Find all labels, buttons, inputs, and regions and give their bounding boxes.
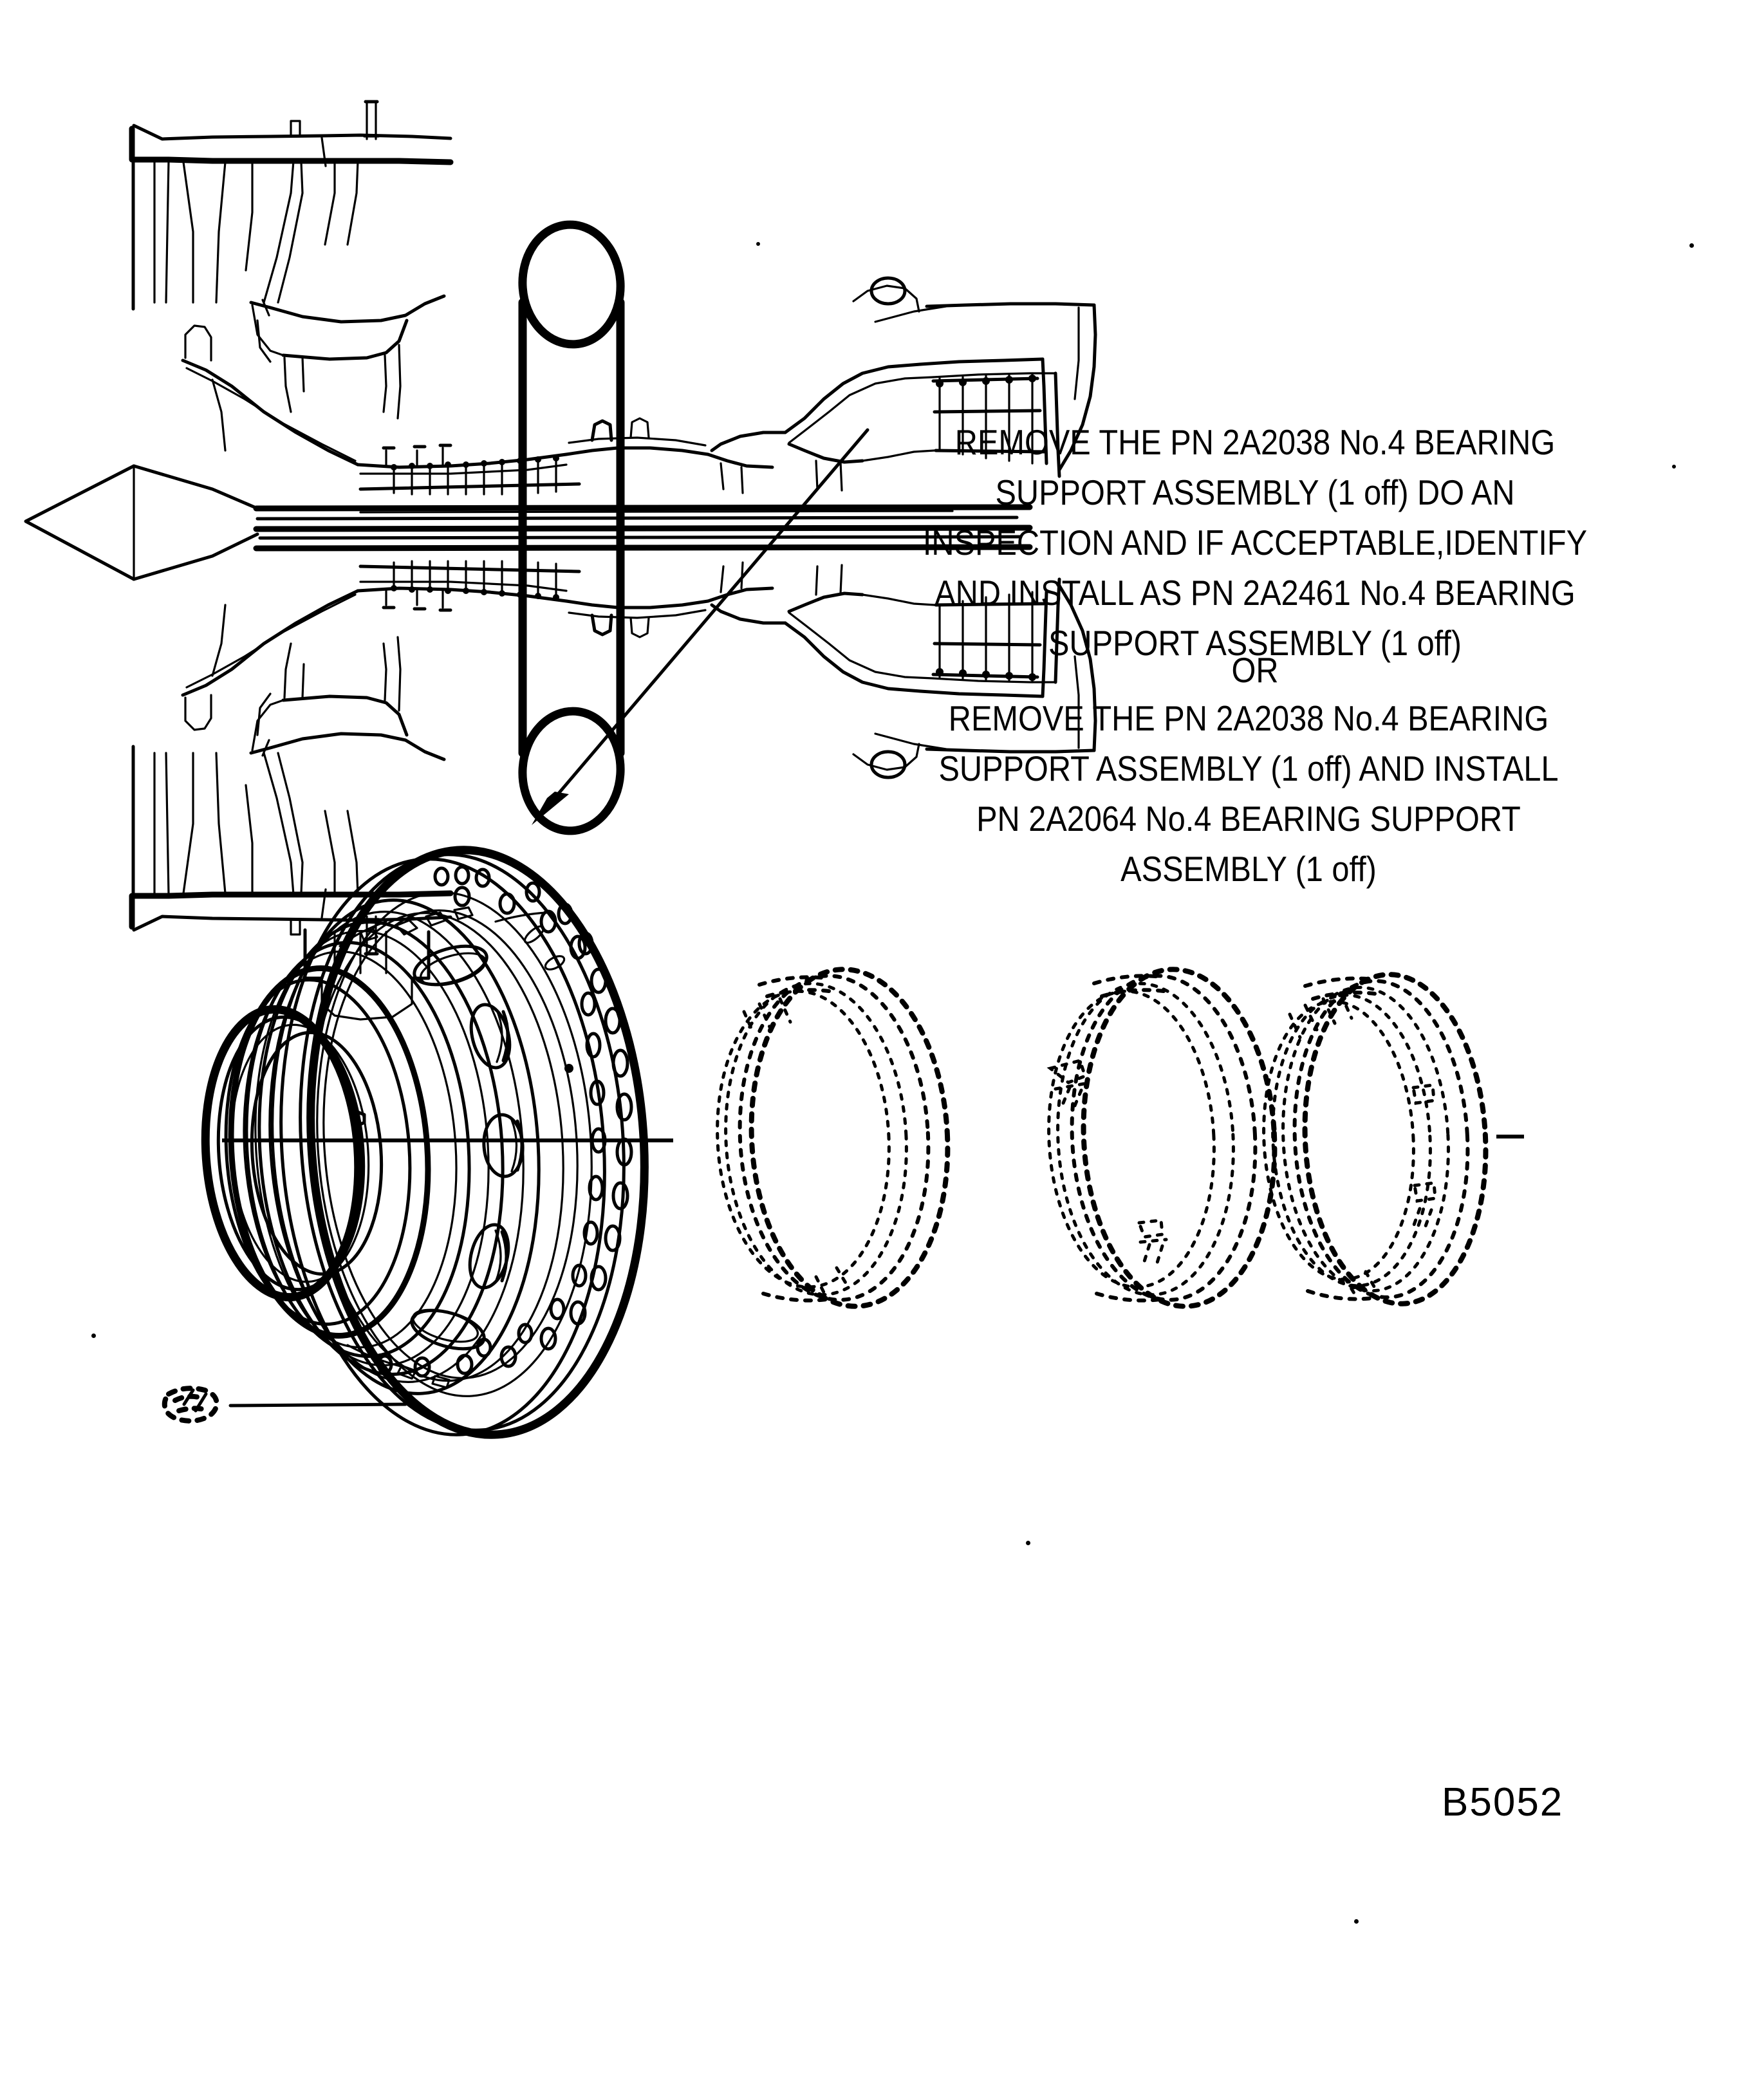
inner-bolt-hole-ring bbox=[433, 865, 607, 1358]
detail-fragment bbox=[162, 1386, 407, 1424]
callout-line: SUPPORT ASSEMBLY (1 off) bbox=[1048, 623, 1462, 663]
outer-bolt-hole-ring bbox=[376, 886, 633, 1378]
scan-speck bbox=[1689, 243, 1694, 248]
phantom-ring-1 bbox=[716, 967, 951, 1309]
phantom-ring-2 bbox=[1046, 967, 1278, 1309]
callout-line: INSPECTION AND IF ACCEPTABLE,IDENTIFY bbox=[922, 523, 1588, 562]
assembly-centerline bbox=[222, 1135, 1524, 1142]
no4-bearing-location-ellipse bbox=[518, 220, 625, 349]
callout-line: REMOVE THE PN 2A2038 No.4 BEARING bbox=[954, 422, 1556, 462]
figure-id: B5052 bbox=[1442, 1780, 1564, 1825]
callout-line: OR bbox=[1231, 650, 1279, 690]
callout-line: REMOVE THE PN 2A2038 No.4 BEARING bbox=[948, 698, 1549, 738]
callout-line: ASSEMBLY (1 off) bbox=[1120, 849, 1377, 889]
flange-lugs bbox=[359, 906, 474, 1389]
callout-line: SUPPORT ASSEMBLY (1 off) AND INSTALL bbox=[938, 748, 1559, 788]
callout-line: AND INSTALL AS PN 2A2461 No.4 BEARING bbox=[934, 573, 1576, 613]
scan-speck bbox=[1672, 465, 1676, 469]
callout-separator-or: OR bbox=[798, 645, 1712, 695]
bearing-support-housing bbox=[201, 846, 649, 1439]
scan-speck bbox=[1354, 1919, 1359, 1924]
callout-line: PN 2A2064 No.4 BEARING SUPPORT bbox=[976, 799, 1521, 839]
scan-speck bbox=[91, 1333, 96, 1338]
scan-speck bbox=[756, 242, 760, 246]
callout-block-alternative: REMOVE THE PN 2A2038 No.4 BEARING SUPPOR… bbox=[792, 693, 1706, 894]
callout-block-primary: REMOVE THE PN 2A2038 No.4 BEARING SUPPOR… bbox=[798, 417, 1712, 668]
scan-speck bbox=[1026, 1541, 1030, 1545]
lightening-holes bbox=[410, 944, 525, 1351]
phantom-ring-3 bbox=[1262, 972, 1489, 1306]
callout-line: SUPPORT ASSEMBLY (1 off) DO AN bbox=[995, 472, 1515, 512]
